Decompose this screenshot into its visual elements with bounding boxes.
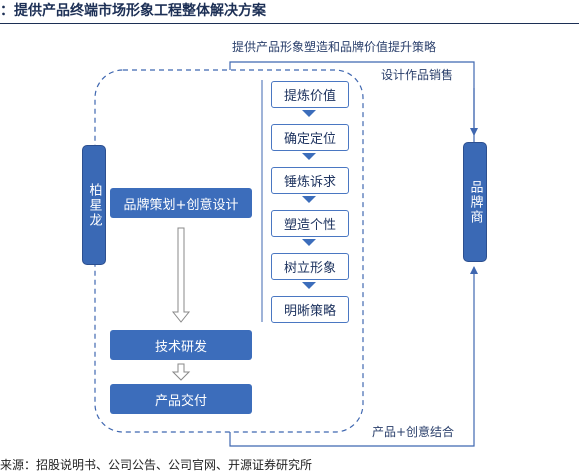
- hollow-arrow-down-2: [171, 363, 191, 381]
- brand-owner-label: 品牌商: [467, 179, 483, 225]
- bottom-combine-arrow: [229, 266, 478, 447]
- step-1: 提炼价值: [271, 81, 349, 108]
- tech-rd-box: 技术研发: [110, 330, 252, 360]
- brand-design-box: 品牌策划+创意设计: [110, 188, 252, 218]
- page-title: ：提供产品终端市场形象工程整体解决方案: [0, 3, 266, 19]
- step-5: 树立形象: [271, 253, 349, 280]
- dashed-container: [94, 69, 364, 433]
- bottom-arrow-label: 产品+创意结合: [372, 425, 455, 439]
- company-box: 柏星龙: [82, 145, 106, 265]
- delivery-box: 产品交付: [110, 384, 252, 414]
- hollow-arrow-down-1: [171, 227, 191, 323]
- step-3: 锤炼诉求: [271, 167, 349, 194]
- step-4: 塑造个性: [271, 210, 349, 237]
- design-sales-label: 设计作品销售: [381, 68, 454, 82]
- step-2: 确定定位: [271, 124, 349, 151]
- step-6: 明晰策略: [271, 296, 349, 323]
- company-label: 柏星龙: [86, 182, 102, 228]
- source-note: 来源：招股说明书、公司公告、公司官网、开源证券研究所: [0, 458, 313, 472]
- brand-owner-box: 品牌商: [463, 142, 487, 262]
- step-triangles: [302, 110, 316, 289]
- title-divider: [0, 23, 579, 24]
- top-arrow-label: 提供产品形象塑造和品牌价值提升策略: [232, 40, 437, 54]
